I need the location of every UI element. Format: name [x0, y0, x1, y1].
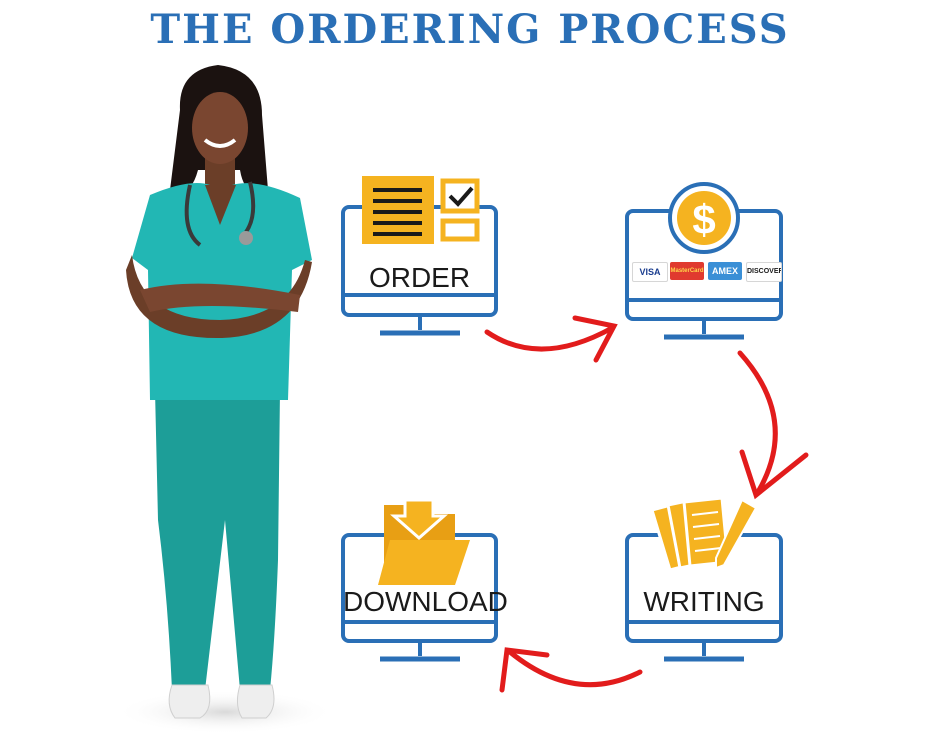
mastercard-logo: MasterCard	[670, 262, 704, 280]
arrow-order-to-payment	[487, 328, 612, 349]
flow-arrows	[487, 318, 806, 690]
svg-text:$: $	[692, 196, 715, 243]
visa-logo: VISA	[632, 262, 668, 282]
discover-logo: DISCOVER	[746, 262, 782, 282]
step-label-order: ORDER	[343, 262, 496, 294]
arrow-payment-to-writing	[740, 353, 775, 492]
folder-download-icon	[378, 500, 470, 585]
arrow-writing-to-download	[510, 652, 640, 685]
dollar-coin-icon: $	[670, 184, 738, 252]
order-form-icon	[362, 176, 477, 244]
step-label-writing: WRITING	[627, 586, 781, 618]
step-label-download: DOWNLOAD	[343, 586, 496, 618]
amex-logo: AMEX	[708, 262, 742, 280]
papers-pen-icon	[652, 497, 756, 570]
nurse-photo	[115, 65, 335, 734]
